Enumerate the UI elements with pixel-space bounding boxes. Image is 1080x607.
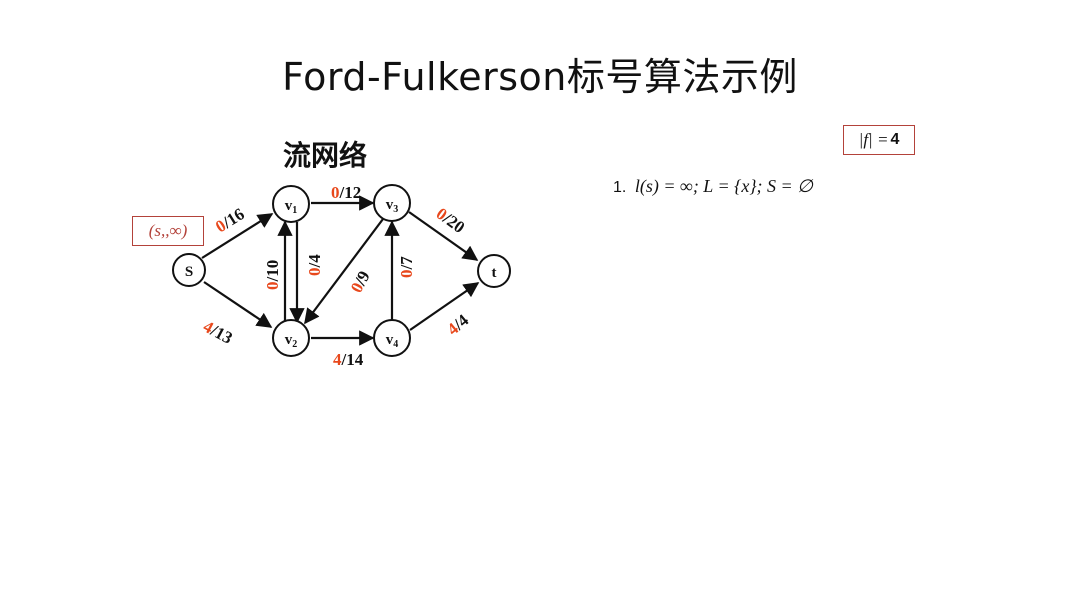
- step-text: l(s) = ∞; L = {x}; S = ∅: [634, 176, 813, 196]
- step-number: 1.: [613, 179, 627, 196]
- flow-v4-v3: 0: [397, 270, 416, 279]
- step-line: 1. l(s) = ∞; L = {x}; S = ∅: [613, 176, 813, 197]
- network-subtitle: 流网络: [283, 139, 368, 172]
- label-v1-v2: 0/4: [305, 254, 324, 276]
- node-v3-label: v3: [386, 197, 399, 215]
- node-v4-label: v4: [386, 332, 399, 350]
- label-v4-v3: 0/7: [397, 256, 416, 278]
- label-v2-v4: 4/14: [333, 350, 364, 369]
- node-v4: v4: [373, 319, 411, 357]
- edge-s-v1: [201, 213, 274, 259]
- node-v2-label: v2: [285, 332, 298, 350]
- page-title: Ford-Fulkerson标号算法示例: [282, 55, 798, 99]
- flow-value: 4: [890, 131, 900, 148]
- edge-v3-t: [408, 211, 479, 261]
- flow-v2-v1: 0: [263, 282, 282, 291]
- node-t: t: [477, 254, 511, 288]
- node-s-label: S: [185, 264, 193, 280]
- edge-v4-t: [409, 282, 480, 331]
- flow-value-prefix: |f| =: [858, 130, 889, 149]
- label-v1-v3: 0/12: [331, 183, 361, 202]
- label-v3-v2: 0/9: [347, 268, 374, 296]
- cap-v2-v1: /10: [263, 260, 282, 283]
- node-v1-label: v1: [285, 198, 298, 216]
- node-v3: v3: [373, 184, 411, 222]
- flow-v2-v4: 4: [333, 350, 342, 369]
- cap-v1-v2: /4: [305, 254, 324, 269]
- label-s-v2: 4/13: [200, 317, 236, 348]
- flow-value-box: |f| = 4: [843, 125, 915, 155]
- cap-v4-v3: /7: [397, 256, 416, 271]
- node-t-label: t: [492, 265, 497, 281]
- edge-v3-v2: [304, 218, 384, 325]
- label-v4-t: 4/4: [443, 310, 472, 339]
- label-v2-v1: 0/10: [263, 260, 282, 290]
- node-s: S: [172, 253, 206, 287]
- node-v1: v1: [272, 185, 310, 223]
- node-v2: v2: [272, 319, 310, 357]
- flow-v1-v3: 0: [331, 183, 340, 202]
- source-label-box: (s,,∞): [132, 216, 204, 246]
- flow-v1-v2: 0: [305, 268, 324, 277]
- cap-v2-v4: /14: [341, 350, 364, 369]
- edge-s-v2: [203, 281, 273, 328]
- cap-v1-v3: /12: [339, 183, 362, 202]
